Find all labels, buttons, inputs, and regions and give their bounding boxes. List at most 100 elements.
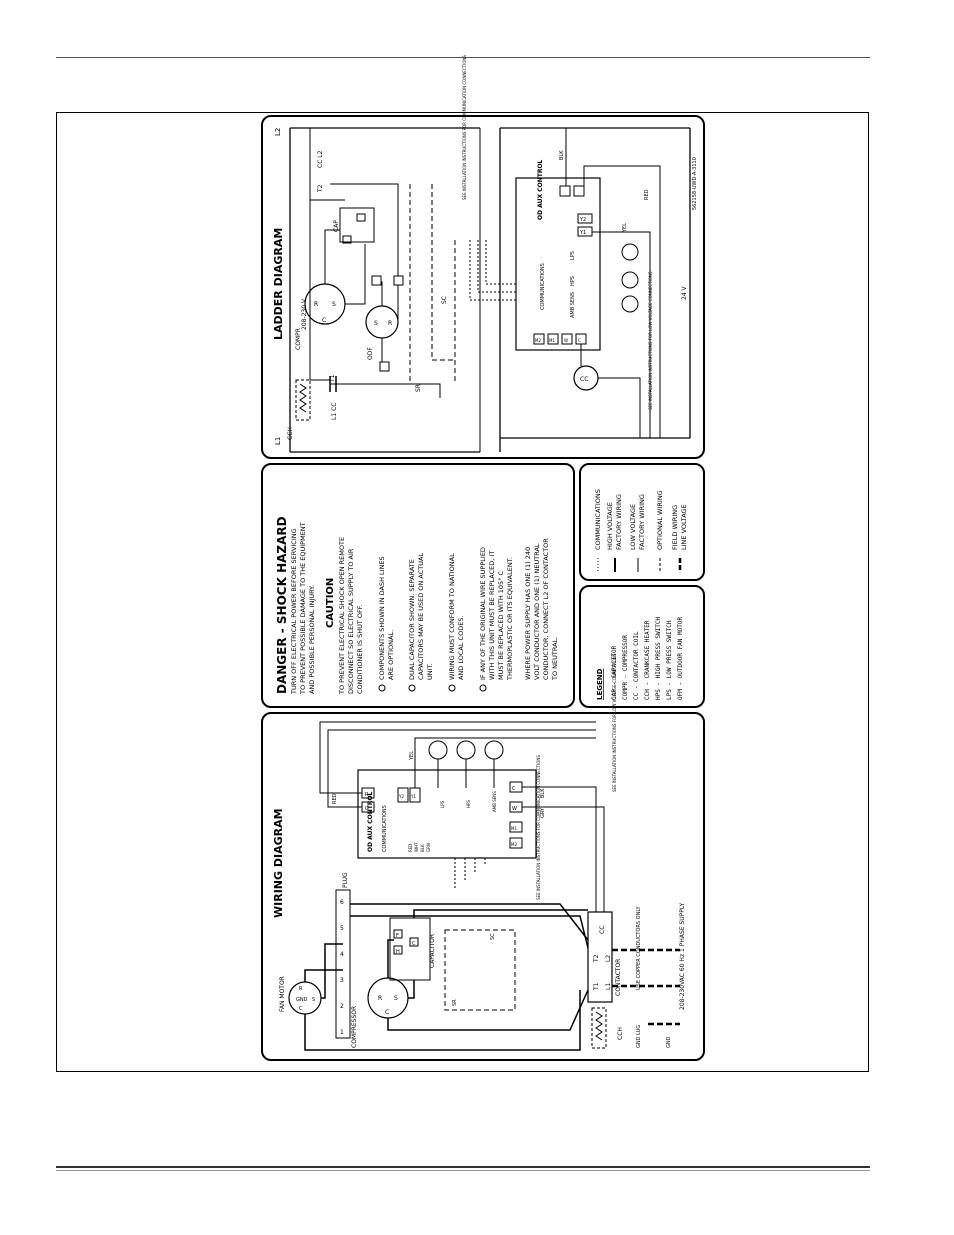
ladder-m2-term [533, 333, 545, 345]
wiring-m2-pin: M2 [511, 842, 517, 847]
wiring-cch-coil [595, 1011, 603, 1041]
top-rule [56, 57, 870, 58]
wiring-title: WIRING DIAGRAM [272, 808, 285, 918]
ladder-panel [261, 115, 705, 459]
note-4-line: THERMOPLASTIC OR ITS EQUIVALENT. [506, 557, 514, 681]
wiring-y1: Y1 [410, 794, 416, 799]
legend-item: COMPR - COMPRESSOR [622, 635, 629, 700]
ladder-odf-r: R [388, 320, 392, 327]
note-4-line: MUST BE REPLACED WITH 105° C [497, 570, 505, 680]
wiring-plug [335, 889, 351, 1039]
ladder-wire-brn [345, 244, 366, 305]
ladder-note-bottom: SEE INSTALLATION INSTRUCTIONS FOR LOW VO… [648, 271, 653, 410]
wiring-hps-switch [456, 740, 476, 760]
wiring-l2-label: L2 [605, 955, 612, 962]
ladder-plug-3 [371, 275, 382, 286]
wiring-wire-brn [321, 943, 343, 999]
danger-body-line: TURN OFF ELECTRICAL POWER BEFORE SERVICI… [290, 528, 298, 695]
danger-panel [261, 463, 575, 708]
ladder-y2-label: Y2 [579, 217, 586, 223]
ladder-wire-brn2 [374, 281, 383, 306]
wiring-sc-label: SC [490, 933, 496, 940]
ladder-blk-label: BLK [559, 150, 565, 160]
wiring-plug-pin: 4 [340, 951, 344, 958]
ladder-board-c-term [559, 185, 571, 197]
legend-panel [579, 585, 705, 708]
note-1-line: ARE OPTIONAL. [387, 630, 395, 680]
ladder-t2-label: T2 [317, 184, 324, 193]
wiring-m1-term [509, 821, 523, 833]
wiring-fan-s: S [312, 997, 315, 1003]
legend-item: HPS - HIGH PRESS SWITCH [655, 617, 662, 700]
ladder-cap-f [356, 213, 366, 222]
ladder-control-board [515, 177, 601, 351]
ladder-y2-term [577, 213, 593, 224]
wiring-cap-c: C [412, 941, 416, 947]
wiring-plug-pin: 2 [340, 1003, 344, 1010]
ladder-y1-label: Y1 [579, 230, 586, 236]
wiring-board-c: C [365, 806, 369, 812]
ladder-wire-red2 [330, 183, 399, 322]
wiring-cap-h-term [393, 945, 403, 955]
wiring-diagram: WIRING DIAGRAM FAN MOTOR R GND C S COMPR… [272, 653, 686, 1051]
caution-body-line: TO PREVENT ELECTRICAL SHOCK OPEN REMOTE [338, 537, 346, 695]
note-4-line: IF ANY OF THE ORIGINAL WIRE SUPPLIED [479, 547, 487, 680]
bottom-rule-thin [56, 1170, 870, 1171]
linekey-item-sub: FACTORY WIRING [615, 494, 623, 550]
note-5-line: TO NEUTRAL. [551, 637, 559, 681]
ladder-comm-red [477, 240, 516, 293]
ladder-wire-blk [309, 128, 330, 381]
legend-item: LPS - LOW PRESS SWITCH [666, 620, 673, 700]
ladder-cch-label: CCH [287, 427, 294, 440]
wiring-t2-label: T2 [593, 954, 600, 963]
wiring-optional-box [444, 929, 516, 1011]
wiring-supply-label: 208-230VAC 60 Hz 1 PHASE SUPPLY [679, 903, 686, 1010]
note-4-marker [479, 684, 487, 692]
note-3-line: AND LOCAL CODES. [457, 615, 465, 680]
ladder-voltage: 208-230 V [301, 298, 308, 330]
note-3-marker [448, 684, 456, 692]
wiring-lv-yel [414, 737, 596, 788]
wiring-m2-term [509, 837, 523, 849]
ladder-lps-label: LPS [570, 251, 576, 260]
ladder-note-top: SEE INSTALLATION INSTRUCTIONS FOR COMMUN… [462, 55, 467, 200]
wiring-wire-blk [304, 990, 581, 1051]
ladder-odf-s: S [374, 320, 378, 327]
ladder-wire-blk2 [330, 383, 441, 398]
wiring-lv-red [319, 721, 596, 794]
wiring-comp-c: C [385, 1009, 389, 1016]
ladder-odf-motor [365, 305, 399, 339]
wiring-t1-label: T1 [593, 982, 600, 991]
wiring-l1-label: L1 [605, 983, 612, 990]
ladder-wire-t2 [309, 128, 345, 201]
danger-section: DANGER - SHOCK HAZARD TURN OFF ELECTRICA… [275, 516, 559, 695]
wiring-yel-label: YEL [409, 751, 415, 761]
ladder-hps-switch [621, 271, 639, 289]
note-5-line: CONDUCTOR, CONNECT L2 OF CONTACTOR [542, 538, 550, 680]
wiring-copper-label: USE COPPER CONDUCTORS ONLY [636, 906, 642, 990]
wiring-cap-c-term [409, 937, 419, 947]
wiring-plug-pin: 1 [340, 1029, 344, 1036]
wiring-cap-f-term [393, 929, 403, 939]
linekey-item: COMMUNICATIONS [594, 489, 602, 550]
ladder-cch [295, 379, 311, 421]
ladder-w-term [561, 333, 573, 345]
wiring-comp-s: S [394, 995, 398, 1002]
wiring-wire-blk3 [387, 989, 589, 1031]
legend-item: CCH - CRANKCASE HEATER [644, 620, 651, 700]
ladder-comm-grn [469, 240, 516, 301]
ladder-t1-label: T1 [329, 374, 336, 383]
ladder-wire-red3 [583, 165, 661, 438]
wiring-board-pin: WHT [414, 842, 419, 852]
legend-item: CAP - CAPACITOR [611, 645, 618, 700]
wiring-w-pin: W [512, 806, 517, 812]
wiring-lv-w-to-cc [522, 806, 605, 912]
linekey-item: HIGH VOLTAGE [606, 502, 614, 550]
ladder-red-label: RED [644, 189, 650, 200]
diagram-frame [56, 112, 869, 1072]
wiring-board-pin: BLK [420, 844, 425, 852]
wiring-wire-red [304, 969, 343, 982]
linekey-item: OPTIONAL WIRING [656, 490, 664, 550]
wiring-board-pin: RED [408, 844, 413, 852]
wiring-note-mid: SEE INSTALLATION INSTRUCTIONS FOR COMMUN… [536, 755, 541, 900]
